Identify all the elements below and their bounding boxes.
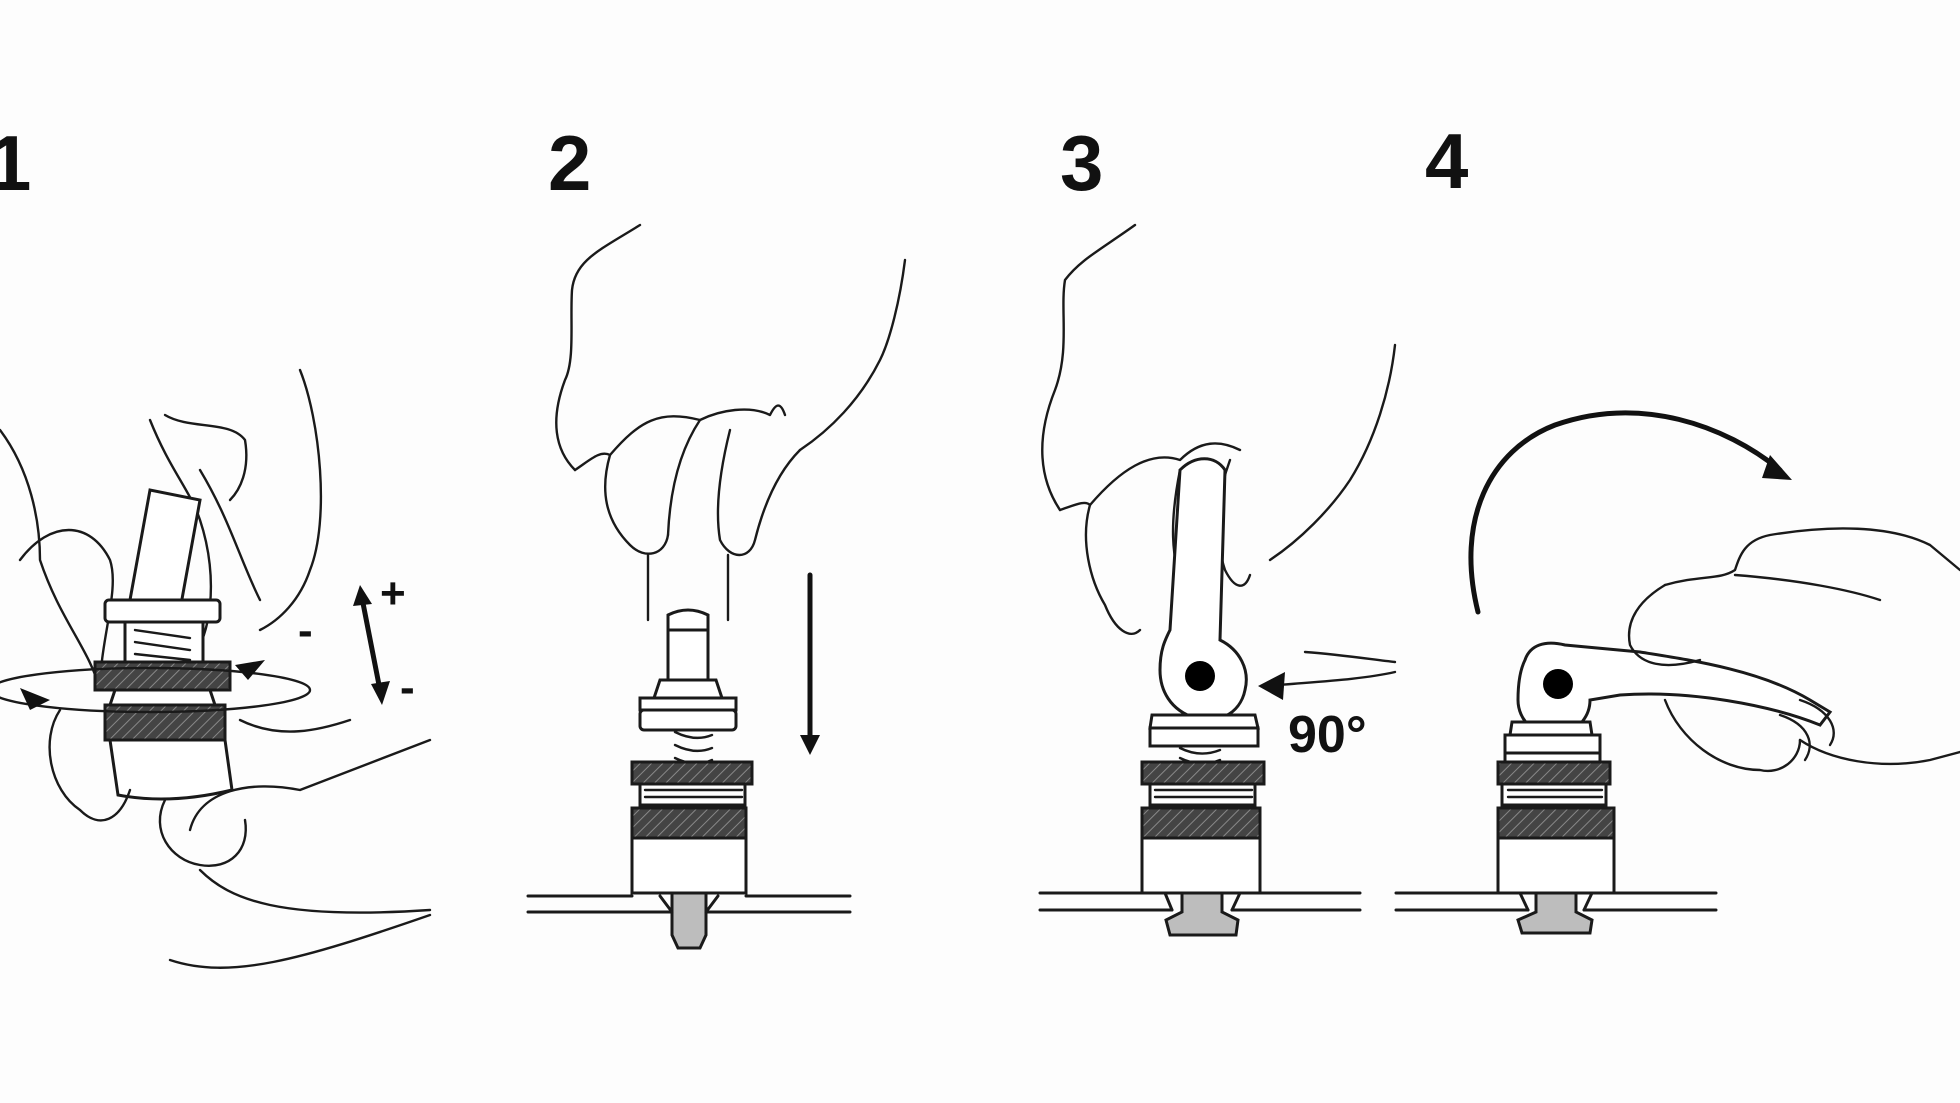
lever-3 — [1158, 457, 1248, 722]
angle-label: 90° — [1288, 706, 1367, 764]
step-number-4: 4 — [1425, 117, 1468, 205]
plunger-assembly-3 — [1140, 713, 1266, 937]
step-number-1: 1 — [0, 119, 31, 207]
minus-label-bottom: - — [400, 663, 415, 712]
step-4-panel: 4 — [1394, 117, 1960, 935]
step-number-3: 3 — [1060, 119, 1103, 207]
plus-label: + — [380, 569, 406, 618]
step-2-panel: 2 — [526, 119, 907, 950]
step-1-panel: 1 + - — [0, 119, 432, 969]
plunger-assembly-1 — [93, 488, 234, 801]
plunger-assembly-2 — [630, 553, 754, 950]
minus-label-left: - — [298, 606, 313, 655]
lever-4 — [1516, 641, 1833, 737]
step-number-2: 2 — [548, 119, 591, 207]
plunger-assembly-4 — [1496, 720, 1616, 935]
step-3-panel: 3 90° — [1038, 119, 1397, 937]
